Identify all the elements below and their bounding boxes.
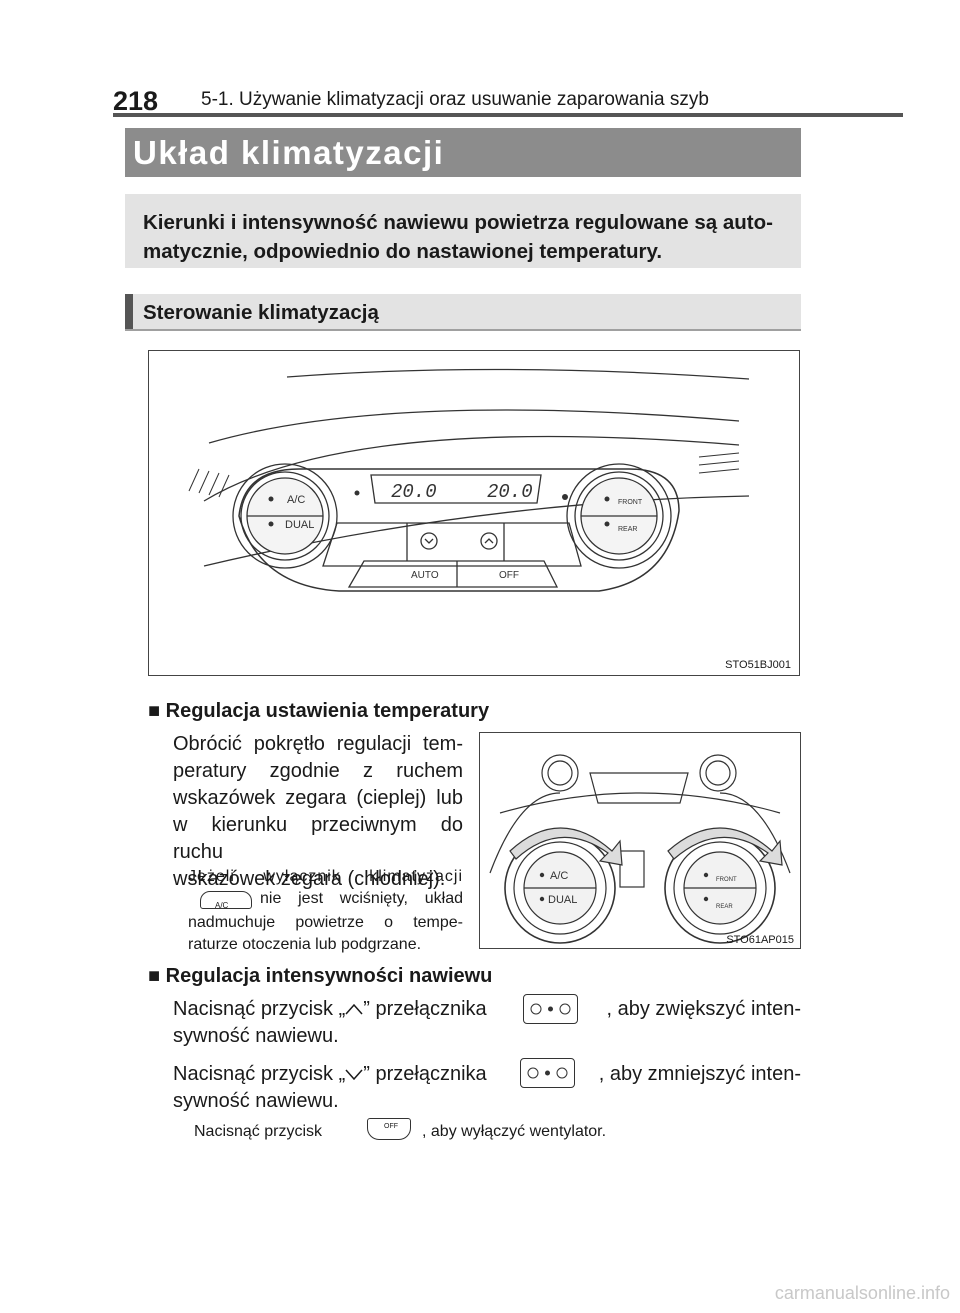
display-right-temp: 20.0: [487, 481, 533, 503]
fig1-auto-label: AUTO: [411, 570, 439, 581]
fan-heading: ■ Regulacja intensywności nawiewu: [148, 965, 493, 987]
fig2-front-label: FRONT: [716, 877, 737, 883]
fig2-ac-label: A/C: [550, 870, 568, 882]
watermark: carmanualsonline.info: [774, 1283, 950, 1303]
fan-para2-line1: Nacisnąć przycisk „ ” przełącznika , aby…: [173, 1061, 801, 1088]
knob-drawing: A/C DUAL FRONT REAR: [489, 754, 791, 944]
subsection-bar: Sterowanie klimatyzacją: [125, 294, 801, 331]
fig1-rear-label: REAR: [618, 526, 637, 533]
section-header: 5-1. Używanie klimatyzacji oraz usuwanie…: [201, 89, 709, 110]
figure2-code: STO61AP015: [726, 934, 794, 946]
fan-switch-icon-up: [523, 994, 578, 1024]
fan-para2-line2: sywność nawiewu.: [173, 1090, 339, 1112]
fan-note: Nacisnąć przycisk , aby wyłączyć wentyla…: [194, 1123, 607, 1140]
fig1-off-label: OFF: [499, 570, 519, 581]
fig1-front-label: FRONT: [618, 499, 643, 506]
display-left-temp: 20.0: [391, 481, 437, 503]
knob-figure: A/C DUAL FRONT REAR STO61AP015: [479, 732, 801, 949]
off-button-icon: OFF: [367, 1118, 411, 1140]
temp-heading: ■ Regulacja ustawienia temperatury: [148, 700, 490, 722]
temp-paragraph: Obrócić pokrętło regulacji tem- peratury…: [173, 733, 463, 890]
fan-switch-icon-down: [520, 1058, 575, 1088]
ac-button-icon: A/C: [200, 891, 252, 910]
fan-para1-line1: Nacisnąć przycisk „ ” przełącznika , aby…: [173, 996, 801, 1023]
page-number: 218: [113, 86, 159, 116]
fig2-rear-label: REAR: [716, 904, 733, 910]
chevron-up-icon: [345, 996, 363, 1023]
figure1-code: STO51BJ001: [725, 659, 791, 671]
chevron-down-icon: [345, 1061, 363, 1088]
subsection-title: Sterowanie klimatyzacją: [143, 301, 379, 324]
fig2-dual-label: DUAL: [548, 894, 577, 906]
header-rule: [113, 113, 903, 117]
title-bar: Układ klimatyzacji: [125, 128, 801, 177]
fig1-ac-label: A/C: [287, 494, 305, 506]
summary-text: Kierunki i intensywność nawiewu powietrz…: [143, 211, 773, 263]
page-title: Układ klimatyzacji: [133, 134, 445, 171]
control-panel-figure: 20.0 20.0 A/C DUAL FRONT REAR AUTO OFF S…: [148, 350, 800, 676]
control-panel-drawing: 20.0 20.0 A/C DUAL FRONT REAR AUTO OFF: [188, 368, 750, 592]
summary-box: Kierunki i intensywność nawiewu powietrz…: [125, 194, 801, 268]
fig1-dual-label: DUAL: [285, 519, 314, 531]
fan-para1-line2: sywność nawiewu.: [173, 1025, 339, 1047]
temp-note: Jeżeli wyłącznik klimatyzacji A/C nie je…: [188, 868, 463, 953]
